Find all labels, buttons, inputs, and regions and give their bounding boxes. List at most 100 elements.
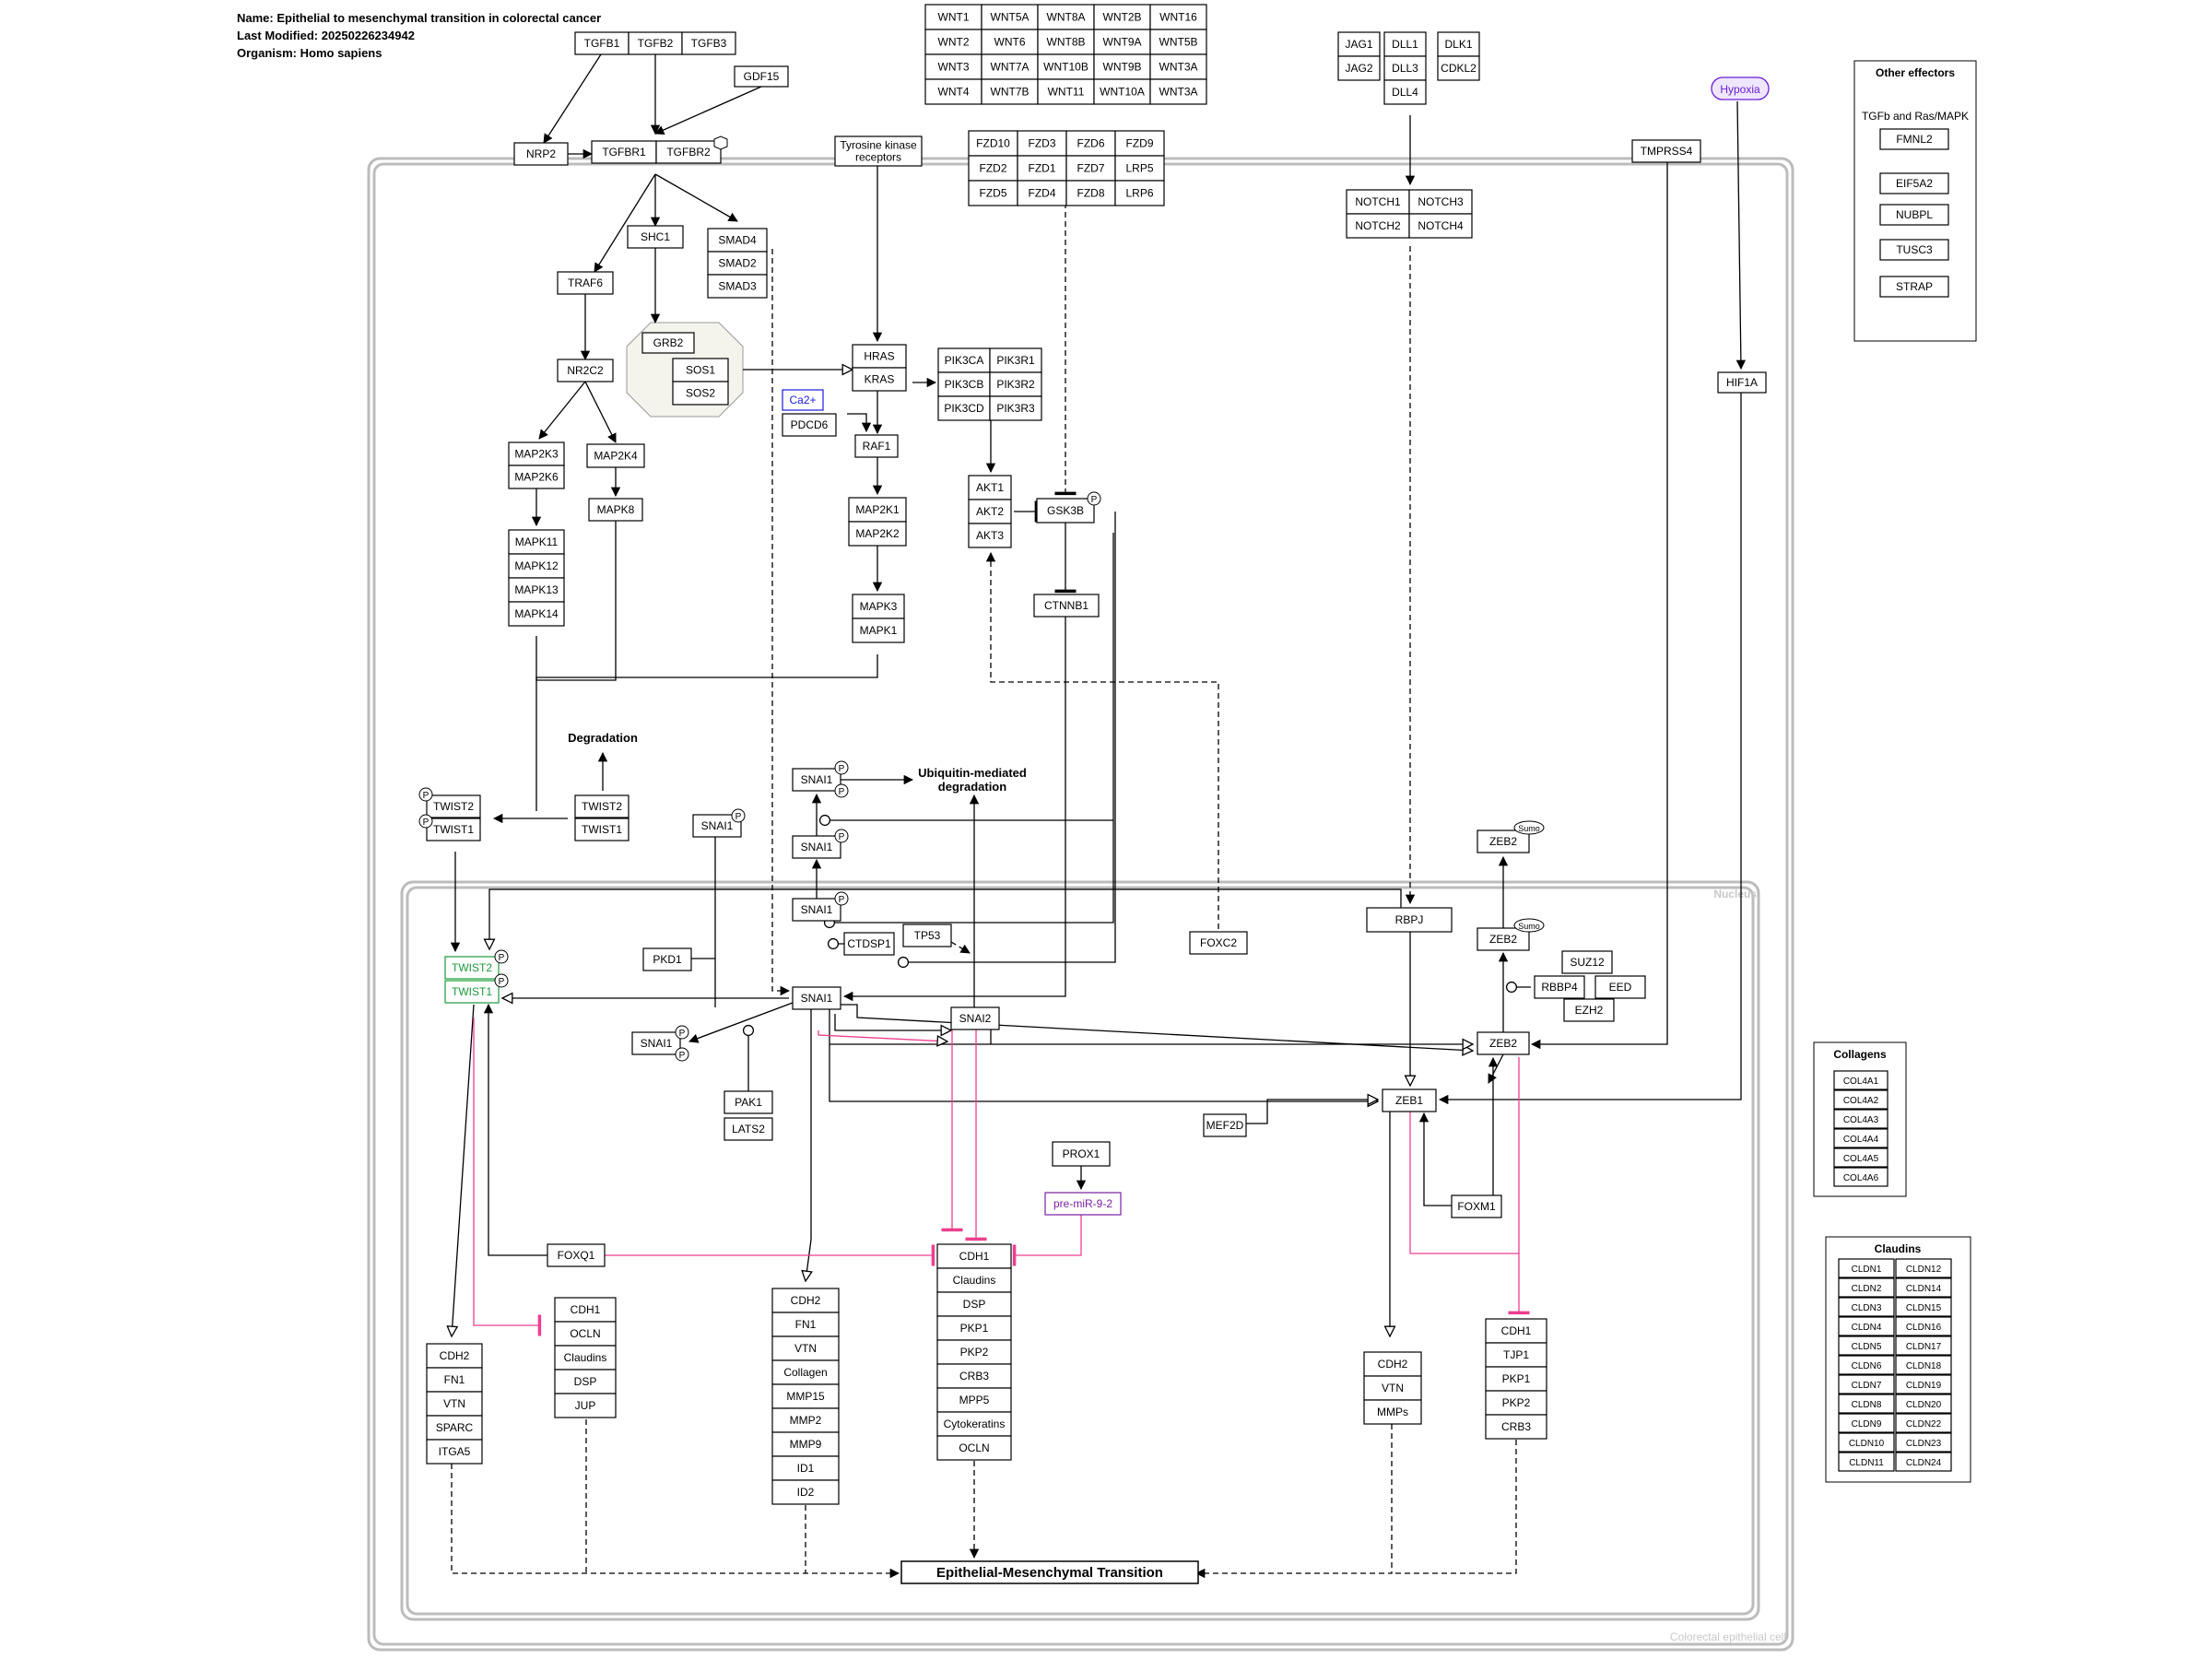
- gene-node-wnt10a[interactable]: WNT10A: [1093, 78, 1151, 105]
- gene-node-mapk13[interactable]: MAPK13: [508, 577, 565, 603]
- gene-node-g2_ocln[interactable]: OCLN: [554, 1321, 617, 1347]
- gene-node-fzd4[interactable]: FZD4: [1017, 180, 1067, 206]
- gene-node-dll4[interactable]: DLL4: [1383, 79, 1427, 105]
- gene-node-g1_sparc[interactable]: SPARC: [426, 1415, 483, 1441]
- emt-outcome[interactable]: [900, 1560, 1199, 1584]
- gene-node-col4a6[interactable]: COL4A6: [1833, 1167, 1888, 1187]
- gene-node-lrp5[interactable]: LRP5: [1114, 155, 1165, 182]
- gene-node-cldn5[interactable]: CLDN5: [1838, 1335, 1895, 1356]
- gene-node-akt2[interactable]: AKT2: [968, 499, 1012, 524]
- gene-node-g1_cdh2[interactable]: CDH2: [426, 1343, 483, 1369]
- gene-node-cdkl2[interactable]: CDKL2: [1437, 55, 1480, 81]
- gene-node-g4_cdh1[interactable]: CDH1: [936, 1243, 1012, 1269]
- gene-node-nr2c2[interactable]: NR2C2: [557, 359, 614, 382]
- gene-node-g4_pkp1[interactable]: PKP1: [936, 1315, 1012, 1341]
- gene-node-pik3r3[interactable]: PIK3R3: [989, 395, 1042, 421]
- gene-node-sos1[interactable]: SOS1: [672, 358, 729, 382]
- gene-node-pkd1[interactable]: PKD1: [642, 947, 692, 971]
- gene-node-g4_ocln[interactable]: OCLN: [936, 1435, 1012, 1461]
- gene-node-wnt8a[interactable]: WNT8A: [1037, 4, 1095, 30]
- gene-node-map2k2[interactable]: MAP2K2: [848, 521, 907, 547]
- gene-node-foxm1[interactable]: FOXM1: [1451, 1194, 1502, 1218]
- gene-node-wnt11[interactable]: WNT11: [1037, 78, 1095, 105]
- gene-node-snai1b[interactable]: SNAI1: [692, 814, 742, 838]
- gene-node-tgfb1[interactable]: TGFB1: [574, 31, 629, 55]
- gene-node-cldn24[interactable]: CLDN24: [1895, 1452, 1952, 1472]
- gene-node-map2k4[interactable]: MAP2K4: [586, 443, 645, 468]
- gene-node-gdf15[interactable]: GDF15: [734, 65, 789, 88]
- gene-node-mapk8[interactable]: MAPK8: [588, 498, 643, 522]
- gene-node-wnt3a[interactable]: WNT3A: [1149, 53, 1207, 80]
- gene-node-cldn14[interactable]: CLDN14: [1895, 1277, 1952, 1298]
- gene-node-shc1[interactable]: SHC1: [627, 225, 684, 249]
- gene-node-g1_fn1[interactable]: FN1: [426, 1367, 483, 1393]
- gene-node-tgfb3[interactable]: TGFB3: [681, 31, 736, 55]
- gene-node-g3_mmp15[interactable]: MMP15: [771, 1383, 840, 1409]
- gene-node-g3_collagen[interactable]: Collagen: [771, 1359, 840, 1385]
- gene-node-g6_cdh1[interactable]: CDH1: [1485, 1318, 1547, 1344]
- gene-node-g3_fn1[interactable]: FN1: [771, 1312, 840, 1337]
- gene-node-wnt9b[interactable]: WNT9B: [1093, 53, 1151, 80]
- gene-node-mapk12[interactable]: MAPK12: [508, 553, 565, 579]
- gene-node-cldn20[interactable]: CLDN20: [1895, 1394, 1952, 1414]
- gene-node-cldn23[interactable]: CLDN23: [1895, 1432, 1952, 1453]
- gene-node-wnt5b[interactable]: WNT5B: [1149, 29, 1207, 55]
- gene-node-fzd1[interactable]: FZD1: [1017, 155, 1067, 182]
- gene-node-g3_id2[interactable]: ID2: [771, 1479, 840, 1505]
- gene-node-g2_dsp[interactable]: DSP: [554, 1369, 617, 1394]
- gene-node-zeb2c[interactable]: ZEB2: [1477, 1031, 1530, 1055]
- gene-node-snai1a[interactable]: SNAI1: [792, 768, 841, 792]
- gene-node-cldn10[interactable]: CLDN10: [1838, 1432, 1895, 1453]
- gene-node-tp53[interactable]: TP53: [902, 924, 952, 947]
- gene-node-zeb2a[interactable]: ZEB2: [1477, 830, 1530, 853]
- gene-node-raf1[interactable]: RAF1: [854, 434, 899, 458]
- gene-node-mapk14[interactable]: MAPK14: [508, 601, 565, 627]
- gene-node-lrp6[interactable]: LRP6: [1114, 180, 1165, 206]
- gene-node-wnt7b[interactable]: WNT7B: [981, 78, 1039, 105]
- gene-node-wnt2[interactable]: WNT2: [924, 29, 982, 55]
- gene-node-dll3[interactable]: DLL3: [1383, 55, 1427, 81]
- gene-node-wnt3a[interactable]: WNT3A: [1149, 78, 1207, 105]
- gene-node-hif1a[interactable]: HIF1A: [1717, 371, 1767, 394]
- gene-node-akt3[interactable]: AKT3: [968, 523, 1012, 548]
- gene-node-notch3[interactable]: NOTCH3: [1408, 189, 1473, 215]
- gene-node-cldn8[interactable]: CLDN8: [1838, 1394, 1895, 1414]
- gene-node-gsk3b[interactable]: GSK3B: [1036, 498, 1095, 524]
- gene-node-cldn15[interactable]: CLDN15: [1895, 1297, 1952, 1317]
- gene-node-g6_pkp1[interactable]: PKP1: [1485, 1366, 1547, 1392]
- gene-node-twist2n[interactable]: TWIST2: [444, 956, 500, 980]
- gene-node-snai1e[interactable]: SNAI1: [792, 986, 841, 1010]
- gene-node-snai1c[interactable]: SNAI1: [792, 835, 841, 859]
- gene-node-fzd2[interactable]: FZD2: [968, 155, 1018, 182]
- gene-node-wnt1[interactable]: WNT1: [924, 4, 982, 30]
- gene-node-g6_tjp1[interactable]: TJP1: [1485, 1342, 1547, 1368]
- gene-node-sos2[interactable]: SOS2: [672, 381, 729, 406]
- gene-node-pik3r2[interactable]: PIK3R2: [989, 371, 1042, 397]
- gene-node-smad2[interactable]: SMAD2: [707, 251, 768, 276]
- gene-node-mapk11[interactable]: MAPK11: [508, 529, 565, 555]
- gene-node-g1_vtn[interactable]: VTN: [426, 1391, 483, 1417]
- gene-node-mapk1[interactable]: MAPK1: [852, 618, 905, 643]
- gene-node-ezh2[interactable]: EZH2: [1563, 998, 1615, 1022]
- gene-node-cldn17[interactable]: CLDN17: [1895, 1335, 1952, 1356]
- gene-node-twist2c[interactable]: TWIST2: [426, 794, 481, 818]
- gene-node-suz12[interactable]: SUZ12: [1561, 950, 1613, 974]
- gene-node-cldn22[interactable]: CLDN22: [1895, 1413, 1952, 1433]
- gene-node-lats2[interactable]: LATS2: [724, 1117, 773, 1141]
- gene-node-g4_crb3[interactable]: CRB3: [936, 1363, 1012, 1389]
- gene-node-g2_jup[interactable]: JUP: [554, 1393, 617, 1418]
- gene-node-cldn4[interactable]: CLDN4: [1838, 1316, 1895, 1336]
- gene-node-nrp2[interactable]: NRP2: [513, 142, 569, 166]
- gene-node-tgfb2[interactable]: TGFB2: [628, 31, 683, 55]
- gene-node-grb2[interactable]: GRB2: [641, 332, 695, 354]
- gene-node-tmprss4[interactable]: TMPRSS4: [1631, 139, 1701, 163]
- gene-node-wnt2b[interactable]: WNT2B: [1093, 4, 1151, 30]
- gene-node-tusc3[interactable]: TUSC3: [1879, 239, 1949, 261]
- gene-node-wnt4[interactable]: WNT4: [924, 78, 982, 105]
- gene-node-zeb1[interactable]: ZEB1: [1382, 1088, 1437, 1112]
- gene-node-cldn9[interactable]: CLDN9: [1838, 1413, 1895, 1433]
- gene-node-fzd9[interactable]: FZD9: [1114, 130, 1165, 157]
- gene-node-col4a1[interactable]: COL4A1: [1833, 1070, 1888, 1090]
- gene-node-cldn7[interactable]: CLDN7: [1838, 1374, 1895, 1394]
